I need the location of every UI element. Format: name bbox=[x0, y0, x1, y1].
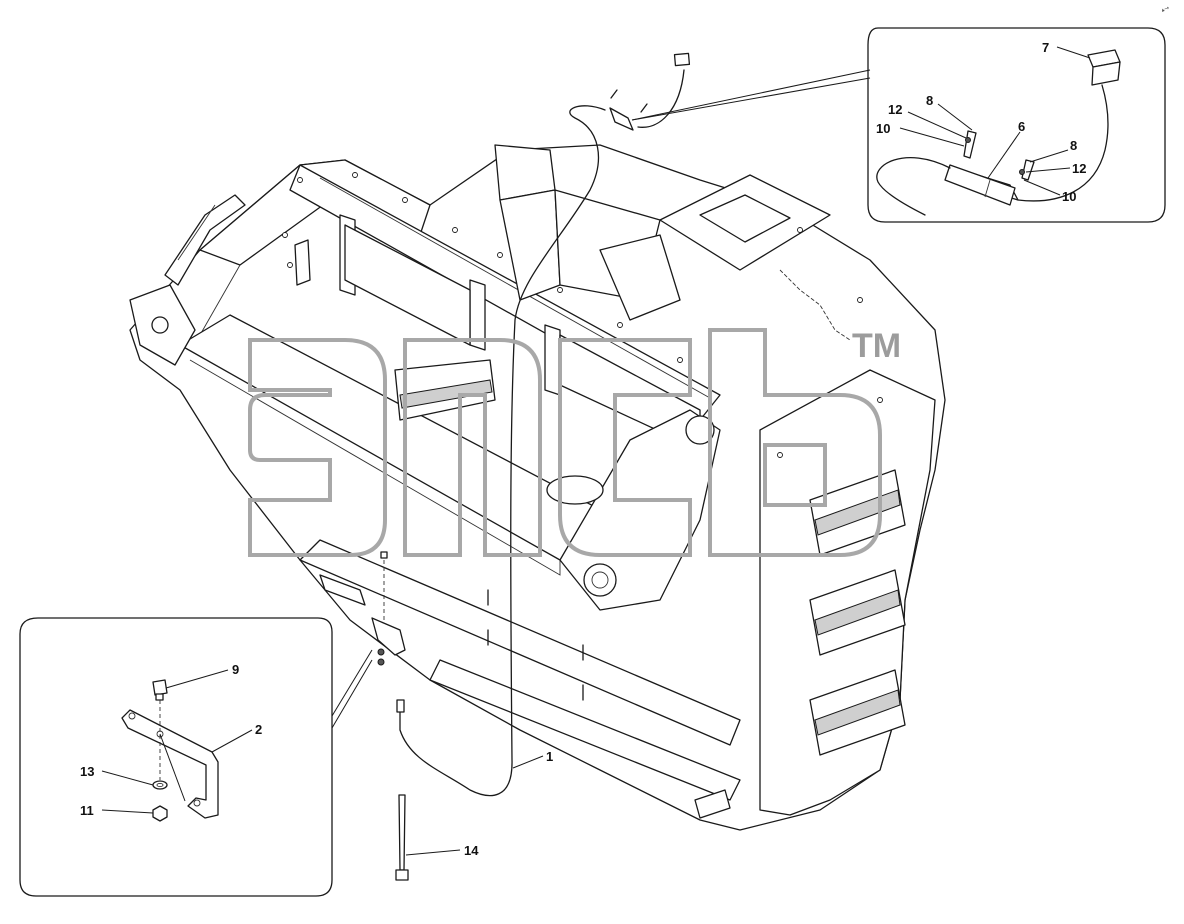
callout-2: 2 bbox=[255, 722, 262, 737]
callout-8-left: 8 bbox=[926, 93, 933, 108]
cable-tie bbox=[395, 794, 409, 881]
callout-12-right: 12 bbox=[1072, 161, 1086, 176]
callout-11: 11 bbox=[80, 803, 94, 818]
frame-sensor-bolt bbox=[371, 551, 406, 713]
callout-10-right: 10 bbox=[1062, 189, 1076, 204]
frame-cable bbox=[399, 69, 685, 797]
step-lower bbox=[809, 669, 906, 756]
inset-sensor-detail bbox=[631, 27, 1166, 223]
cable-sensor bbox=[609, 52, 691, 131]
callout-12-left: 12 bbox=[888, 102, 902, 117]
leader-1 bbox=[512, 755, 544, 769]
callout-14: 14 bbox=[464, 843, 479, 858]
watermark-trademark: TM bbox=[852, 327, 901, 365]
corner-mark: ▴→ bbox=[1160, 5, 1170, 14]
inset-bracket-detail bbox=[19, 617, 373, 897]
leader-14 bbox=[405, 849, 461, 856]
machine-frame bbox=[129, 144, 946, 831]
callout-1: 1 bbox=[546, 749, 553, 764]
callout-13: 13 bbox=[80, 764, 94, 779]
callout-7: 7 bbox=[1042, 40, 1049, 55]
watermark-logo: TM bbox=[248, 327, 901, 557]
callout-10-left: 10 bbox=[876, 121, 890, 136]
callout-6: 6 bbox=[1018, 119, 1025, 134]
callout-8-right: 8 bbox=[1070, 138, 1077, 153]
callout-9: 9 bbox=[232, 662, 239, 677]
step-middle bbox=[809, 569, 906, 656]
